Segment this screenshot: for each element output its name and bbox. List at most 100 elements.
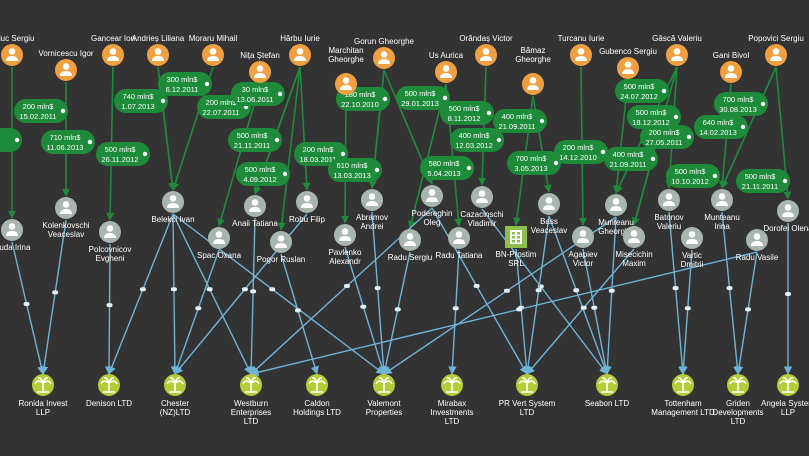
amount-badge[interactable]: 500 mln$8.11.2012 bbox=[440, 101, 494, 125]
flow-link-handle bbox=[294, 308, 301, 313]
intermediary-node[interactable]: Pogor Ruslan bbox=[257, 231, 305, 264]
person-node[interactable]: Gâscă Valeriu bbox=[652, 34, 702, 66]
person-node[interactable]: Ieduc Sergiu bbox=[0, 34, 34, 66]
amount-badge[interactable]: 500 mln$24.07.2012 bbox=[615, 79, 669, 103]
amount-badge[interactable]: 200 mln$15.02.2011 bbox=[14, 99, 68, 123]
person-node[interactable]: Nița Ștefan bbox=[240, 51, 280, 83]
amount-badge[interactable] bbox=[0, 128, 22, 152]
intermediary-node[interactable]: Belekci Ivan bbox=[151, 191, 195, 224]
amount-badge[interactable]: 580 mln$5.04.2013 bbox=[420, 156, 474, 180]
amount-badge[interactable]: 500 mln$21.11.2011 bbox=[228, 128, 282, 152]
person-silhouette-icon bbox=[107, 56, 119, 61]
amount-badge[interactable]: 700 mln$3.05.2013 bbox=[507, 151, 561, 175]
amount-badge[interactable]: 500 mln$10.10.2012 bbox=[666, 164, 720, 188]
company-node[interactable]: Chester(NZ)LTD bbox=[160, 374, 191, 417]
person-node[interactable]: Gorun Gheorghe bbox=[354, 37, 415, 69]
person-silhouette-icon bbox=[453, 239, 465, 244]
person-node[interactable]: Popovici Sergiu bbox=[748, 34, 804, 66]
transfer-date: 21.11.2011 bbox=[234, 141, 270, 150]
amount-badge[interactable]: 500 mln$4.09.2012 bbox=[236, 162, 290, 186]
person-node[interactable]: Andrieș Liliana bbox=[132, 34, 185, 66]
person-head-icon bbox=[106, 225, 114, 232]
amount-badge[interactable]: 740 mln$1.07.2013 bbox=[114, 89, 168, 113]
transfer-amount: 30 mln$ bbox=[242, 85, 270, 94]
person-node[interactable]: Vornicescu Igor bbox=[38, 49, 94, 81]
person-node[interactable]: Us Aurica bbox=[429, 51, 464, 83]
amount-badge[interactable]: 400 mln$21.09.2011 bbox=[604, 147, 658, 171]
person-head-icon bbox=[545, 197, 553, 204]
amount-badge[interactable]: 500 mln$21.11.2011 bbox=[736, 169, 790, 193]
intermediary-node[interactable]: Cuda Irina bbox=[0, 219, 31, 252]
transfer-date: 3.05.2013 bbox=[514, 164, 547, 173]
person-silhouette-icon bbox=[663, 201, 675, 206]
amount-badge[interactable]: 300 mln$6.12.2011 bbox=[158, 72, 212, 96]
transfer-date: 18.12.2012 bbox=[632, 118, 670, 127]
person-node[interactable]: Gani Bivol bbox=[713, 51, 750, 83]
amount-badge[interactable]: 200 mln$14.12.2010 bbox=[554, 140, 608, 164]
amount-badge[interactable]: 700 mln$30.08.2013 bbox=[714, 92, 768, 116]
person-head-icon bbox=[579, 230, 587, 237]
person-head-icon bbox=[209, 48, 217, 55]
intermediary-node[interactable]: Radu Sergiu bbox=[388, 229, 432, 262]
amount-badge[interactable]: 200 mln$27.05.2011 bbox=[640, 125, 694, 149]
person-node-circle bbox=[102, 44, 124, 66]
person-node[interactable]: Orăndaș Victor bbox=[459, 34, 513, 66]
amount-badge[interactable]: 710 mln$11.06.2013 bbox=[41, 130, 95, 154]
amount-badge[interactable]: 400 mln$12.03.2012 bbox=[450, 128, 504, 152]
transfer-date: 13.06.2011 bbox=[237, 95, 274, 104]
company-node[interactable]: Angela SystemLLP bbox=[761, 374, 809, 417]
person-node[interactable]: Gancear Ion bbox=[91, 34, 135, 66]
intermediary-node-circle bbox=[572, 226, 594, 248]
intermediary-node[interactable]: Spac Oxana bbox=[197, 227, 242, 260]
person-node[interactable]: Hârbu Iurie bbox=[280, 34, 320, 66]
transfer-date: 15.02.2011 bbox=[20, 112, 57, 121]
amount-badge[interactable]: 500 mln$29.01.2013 bbox=[396, 86, 450, 110]
person-node[interactable]: Turcanu Iurie bbox=[558, 34, 605, 66]
intermediary-node[interactable]: Anaii Tatiana bbox=[232, 195, 278, 228]
company-node[interactable]: Seabon LTD bbox=[585, 374, 630, 408]
amount-badge[interactable]: 500 mln$18.12.2012 bbox=[627, 105, 681, 129]
amount-badge[interactable]: 400 mln$21.09.2011 bbox=[493, 109, 547, 133]
transfer-amount: 500 mln$ bbox=[745, 172, 777, 181]
company-node[interactable]: Denison LTD bbox=[86, 374, 132, 408]
amount-badge[interactable]: 640 mln$14.02.2013 bbox=[694, 115, 748, 139]
amount-badge[interactable]: 500 mln$26.11.2012 bbox=[96, 142, 150, 166]
intermediary-node[interactable]: Radu Vasile bbox=[736, 229, 779, 262]
person-node[interactable]: Moraru Mihail bbox=[189, 34, 238, 66]
intermediary-node[interactable]: Radu Tatiana bbox=[436, 227, 484, 260]
amount-badge[interactable]: 30 mln$13.06.2011 bbox=[231, 82, 285, 106]
amount-badge[interactable]: 610 mln$13.03.2013 bbox=[328, 158, 382, 182]
person-node[interactable]: Gubenco Sergiu bbox=[599, 47, 657, 79]
flow-link-handle bbox=[250, 289, 257, 294]
transfer-date: 5.04.2013 bbox=[427, 169, 460, 178]
transfer-date: 14.12.2010 bbox=[559, 153, 597, 162]
intermediary-node[interactable]: Dorofei Olena bbox=[763, 200, 809, 233]
intermediary-node[interactable]: Robu Filip bbox=[289, 191, 326, 224]
intermediary-node-circle bbox=[208, 227, 230, 249]
